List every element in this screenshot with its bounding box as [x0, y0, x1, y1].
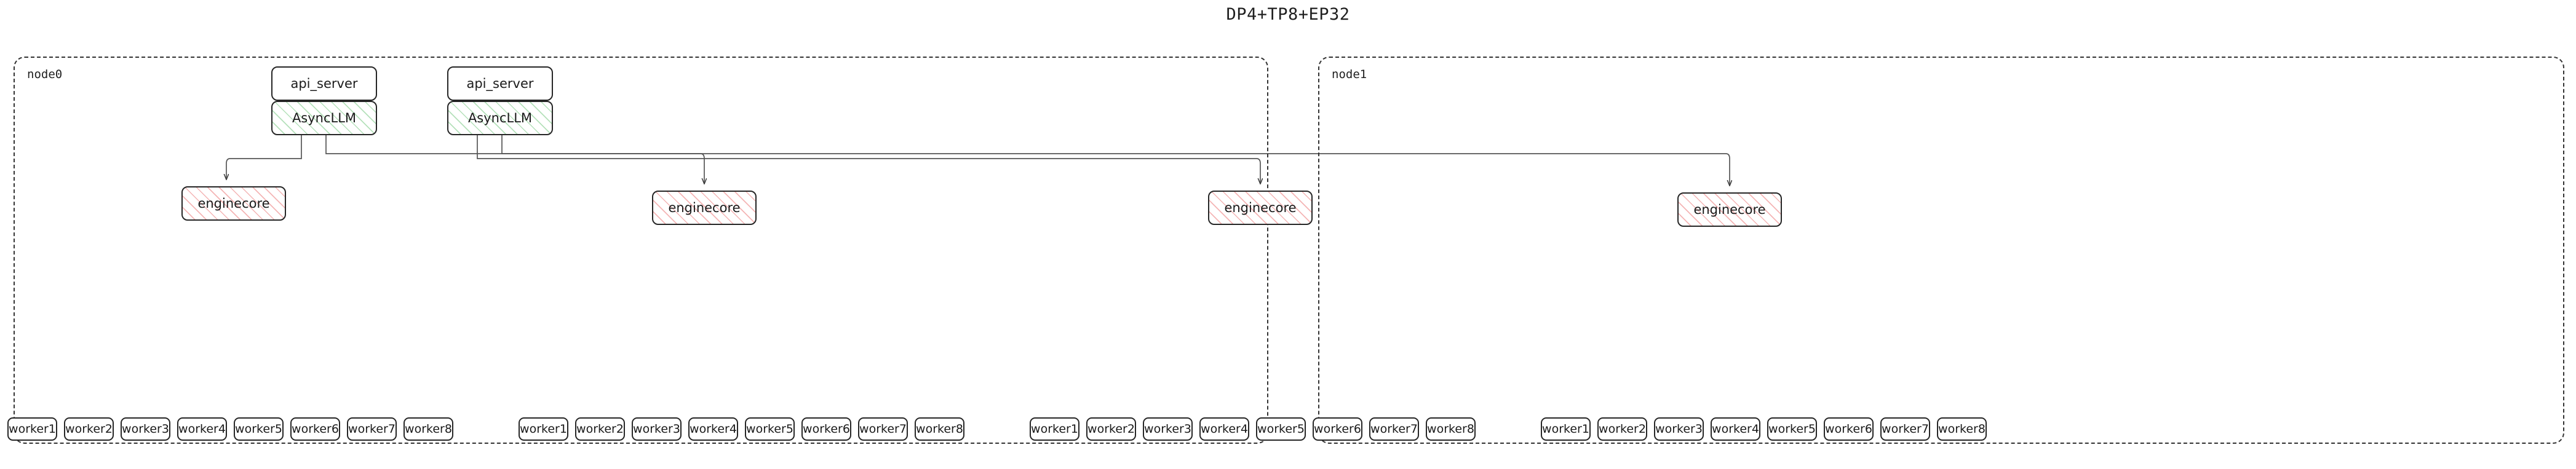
worker-box-node1-wg1-4[interactable]: worker4: [1711, 417, 1760, 441]
worker-box-node1-wg0-5[interactable]: worker5: [1256, 417, 1306, 441]
asyncllm-box-node0-server1[interactable]: AsyncLLM: [447, 101, 553, 135]
node-label-node0: node0: [27, 68, 63, 81]
worker-box-node0-wg1-8[interactable]: worker8: [915, 417, 964, 441]
enginecore-box-node0-1[interactable]: enginecore: [652, 191, 757, 225]
api-server-box-node0-server0-label: api_server: [290, 76, 358, 91]
enginecore-box-node0-0-label: enginecore: [197, 195, 270, 211]
worker-box-node0-wg1-2[interactable]: worker2: [575, 417, 625, 441]
enginecore-box-node1-0-label: enginecore: [1224, 200, 1297, 215]
worker-box-node0-wg0-8[interactable]: worker8: [403, 417, 453, 441]
worker-box-node1-wg1-1-label: worker1: [1542, 422, 1589, 436]
worker-box-node0-wg0-2[interactable]: worker2: [64, 417, 114, 441]
worker-box-node0-wg1-5-label: worker5: [746, 422, 793, 436]
worker-box-node0-wg1-7-label: worker7: [859, 422, 907, 436]
worker-box-node1-wg0-3-label: worker3: [1144, 422, 1191, 436]
node-cluster-node0: [14, 57, 1268, 444]
worker-box-node1-wg1-7[interactable]: worker7: [1880, 417, 1930, 441]
worker-box-node0-wg1-8-label: worker8: [916, 422, 963, 436]
worker-box-node1-wg0-8-label: worker8: [1427, 422, 1474, 436]
worker-box-node0-wg1-7[interactable]: worker7: [858, 417, 908, 441]
worker-box-node0-wg1-4[interactable]: worker4: [688, 417, 738, 441]
worker-box-node0-wg0-5[interactable]: worker5: [234, 417, 284, 441]
asyncllm-box-node0-server1-label: AsyncLLM: [467, 110, 533, 125]
worker-box-node1-wg1-8-label: worker8: [1938, 422, 1986, 436]
worker-box-node0-wg0-8-label: worker8: [405, 422, 452, 436]
enginecore-box-node0-1-label: enginecore: [668, 200, 741, 215]
worker-box-node1-wg0-3[interactable]: worker3: [1143, 417, 1193, 441]
worker-box-node0-wg0-4[interactable]: worker4: [177, 417, 227, 441]
worker-box-node1-wg0-6[interactable]: worker6: [1313, 417, 1362, 441]
worker-box-node0-wg0-5-label: worker5: [235, 422, 282, 436]
enginecore-box-node1-1-label: enginecore: [1693, 202, 1766, 217]
api-server-box-node0-server0[interactable]: api_server: [271, 66, 377, 101]
worker-box-node0-wg1-3-label: worker3: [633, 422, 680, 436]
diagram-title: DP4+TP8+EP32: [1226, 5, 1350, 24]
worker-box-node1-wg1-7-label: worker7: [1882, 422, 1929, 436]
worker-box-node0-wg0-4-label: worker4: [178, 422, 226, 436]
worker-box-node0-wg0-3[interactable]: worker3: [121, 417, 170, 441]
enginecore-box-node1-0[interactable]: enginecore: [1208, 191, 1313, 225]
worker-box-node0-wg1-6[interactable]: worker6: [801, 417, 851, 441]
node-cluster-node1: [1318, 57, 2564, 444]
api-server-box-node0-server1-label: api_server: [466, 76, 534, 91]
worker-box-node0-wg1-1[interactable]: worker1: [519, 417, 568, 441]
worker-box-node1-wg1-5[interactable]: worker5: [1767, 417, 1817, 441]
worker-box-node1-wg0-8[interactable]: worker8: [1426, 417, 1476, 441]
worker-box-node1-wg1-3-label: worker3: [1655, 422, 1703, 436]
enginecore-box-node1-1[interactable]: enginecore: [1677, 192, 1782, 227]
worker-box-node0-wg1-6-label: worker6: [803, 422, 850, 436]
worker-box-node0-wg0-7[interactable]: worker7: [347, 417, 397, 441]
worker-box-node1-wg1-2[interactable]: worker2: [1597, 417, 1647, 441]
worker-box-node1-wg1-3[interactable]: worker3: [1654, 417, 1704, 441]
worker-box-node0-wg0-1-label: worker1: [9, 422, 56, 436]
worker-box-node1-wg0-2-label: worker2: [1087, 422, 1135, 436]
enginecore-box-node0-0[interactable]: enginecore: [181, 186, 286, 221]
worker-box-node1-wg1-5-label: worker5: [1768, 422, 1816, 436]
worker-box-node0-wg1-2-label: worker2: [576, 422, 624, 436]
worker-box-node0-wg0-6-label: worker6: [292, 422, 339, 436]
worker-box-node1-wg0-4-label: worker4: [1201, 422, 1248, 436]
worker-box-node0-wg0-1[interactable]: worker1: [7, 417, 57, 441]
worker-box-node1-wg1-1[interactable]: worker1: [1541, 417, 1591, 441]
node-label-node1: node1: [1332, 68, 1367, 81]
asyncllm-box-node0-server0[interactable]: AsyncLLM: [271, 101, 377, 135]
worker-box-node1-wg1-6[interactable]: worker6: [1824, 417, 1874, 441]
asyncllm-box-node0-server0-label: AsyncLLM: [292, 110, 357, 125]
worker-box-node1-wg1-4-label: worker4: [1712, 422, 1759, 436]
worker-box-node1-wg0-6-label: worker6: [1314, 422, 1361, 436]
worker-box-node0-wg1-3[interactable]: worker3: [632, 417, 682, 441]
worker-box-node1-wg0-7-label: worker7: [1370, 422, 1418, 436]
worker-box-node0-wg1-1-label: worker1: [520, 422, 567, 436]
worker-box-node1-wg0-4[interactable]: worker4: [1199, 417, 1249, 441]
worker-box-node0-wg1-4-label: worker4: [690, 422, 737, 436]
worker-box-node0-wg1-5[interactable]: worker5: [745, 417, 795, 441]
worker-box-node1-wg0-1[interactable]: worker1: [1030, 417, 1079, 441]
worker-box-node0-wg0-7-label: worker7: [348, 422, 396, 436]
worker-box-node1-wg1-2-label: worker2: [1599, 422, 1646, 436]
worker-box-node1-wg0-7[interactable]: worker7: [1369, 417, 1419, 441]
worker-box-node0-wg0-2-label: worker2: [65, 422, 113, 436]
worker-box-node1-wg1-6-label: worker6: [1825, 422, 1872, 436]
worker-box-node1-wg1-8[interactable]: worker8: [1937, 417, 1987, 441]
worker-box-node1-wg0-5-label: worker5: [1257, 422, 1305, 436]
worker-box-node0-wg0-3-label: worker3: [122, 422, 169, 436]
worker-box-node0-wg0-6[interactable]: worker6: [290, 417, 340, 441]
api-server-box-node0-server1[interactable]: api_server: [447, 66, 553, 101]
worker-box-node1-wg0-1-label: worker1: [1031, 422, 1078, 436]
worker-box-node1-wg0-2[interactable]: worker2: [1086, 417, 1136, 441]
